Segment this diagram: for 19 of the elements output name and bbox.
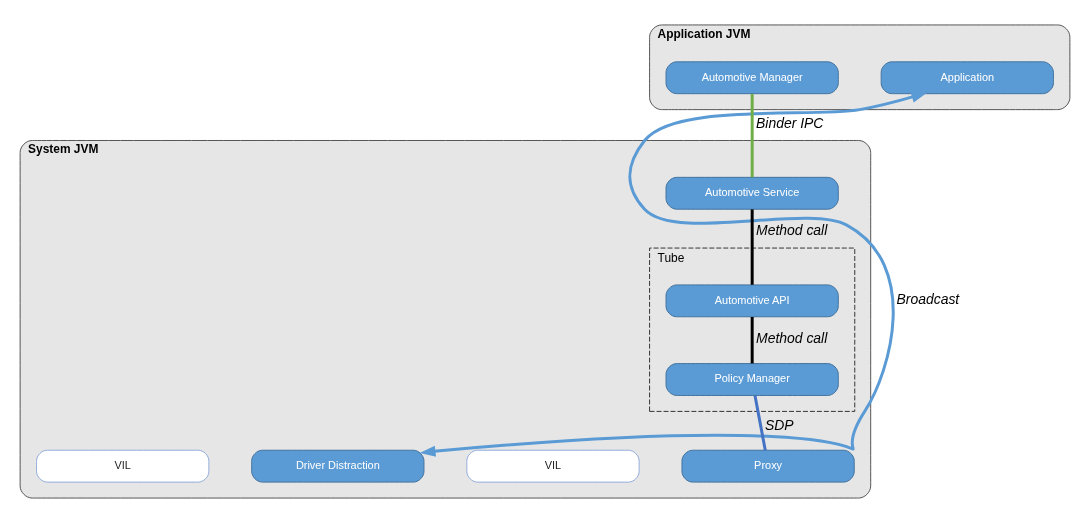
connector (750, 94, 754, 178)
node-box: VIL (36, 449, 210, 483)
connector (753, 395, 767, 451)
edge-label: Method call (756, 222, 828, 239)
connector (750, 209, 754, 285)
edge-label: Binder IPC (756, 114, 824, 131)
edge-label: Method call (756, 329, 828, 346)
node-box: Automotive Manager (665, 61, 839, 95)
edge-label: Broadcast (896, 290, 960, 307)
node-box: Automotive API (665, 284, 839, 318)
edge-label: SDP (764, 416, 794, 433)
node-box: Automotive Service (665, 176, 839, 210)
node-box: Policy Manager (665, 363, 839, 396)
connector (750, 317, 754, 364)
node-box: VIL (466, 449, 640, 483)
node-box: Driver Distraction (251, 449, 425, 483)
arrow (419, 91, 928, 457)
node-box: Proxy (681, 449, 855, 483)
node-box: Application (880, 61, 1054, 95)
